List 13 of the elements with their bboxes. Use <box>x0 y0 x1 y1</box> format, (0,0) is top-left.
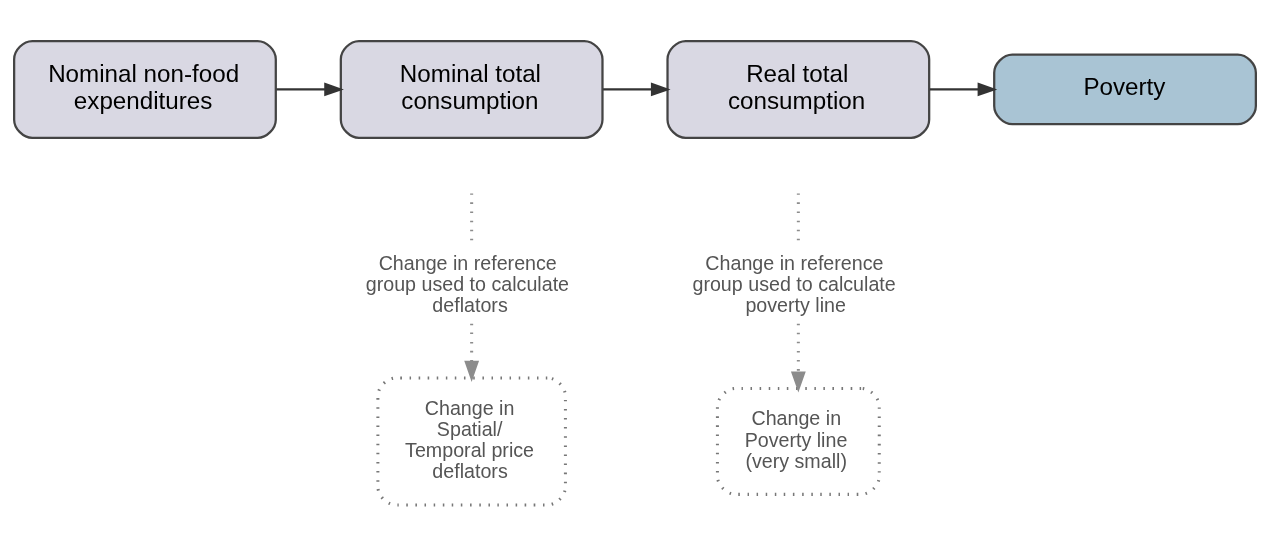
arrow <box>929 82 998 97</box>
arrow <box>790 323 806 393</box>
node-box: Change in Spatial/ Temporal price deflators <box>376 376 567 507</box>
node-box: Real total consumption <box>666 39 931 139</box>
node-box: Change in Poverty line (very small) <box>715 387 881 496</box>
node-text: Change in reference group used to calculate poverty line <box>692 251 896 316</box>
node-box: Poverty <box>993 53 1257 126</box>
node-box: Nominal non-food expenditures <box>13 39 277 139</box>
node-text: Change in reference group used to calculate deflators <box>365 251 570 316</box>
arrow <box>276 82 344 97</box>
arrow <box>603 82 671 97</box>
node-box: Nominal total consumption <box>339 39 604 139</box>
arrow <box>464 323 480 382</box>
